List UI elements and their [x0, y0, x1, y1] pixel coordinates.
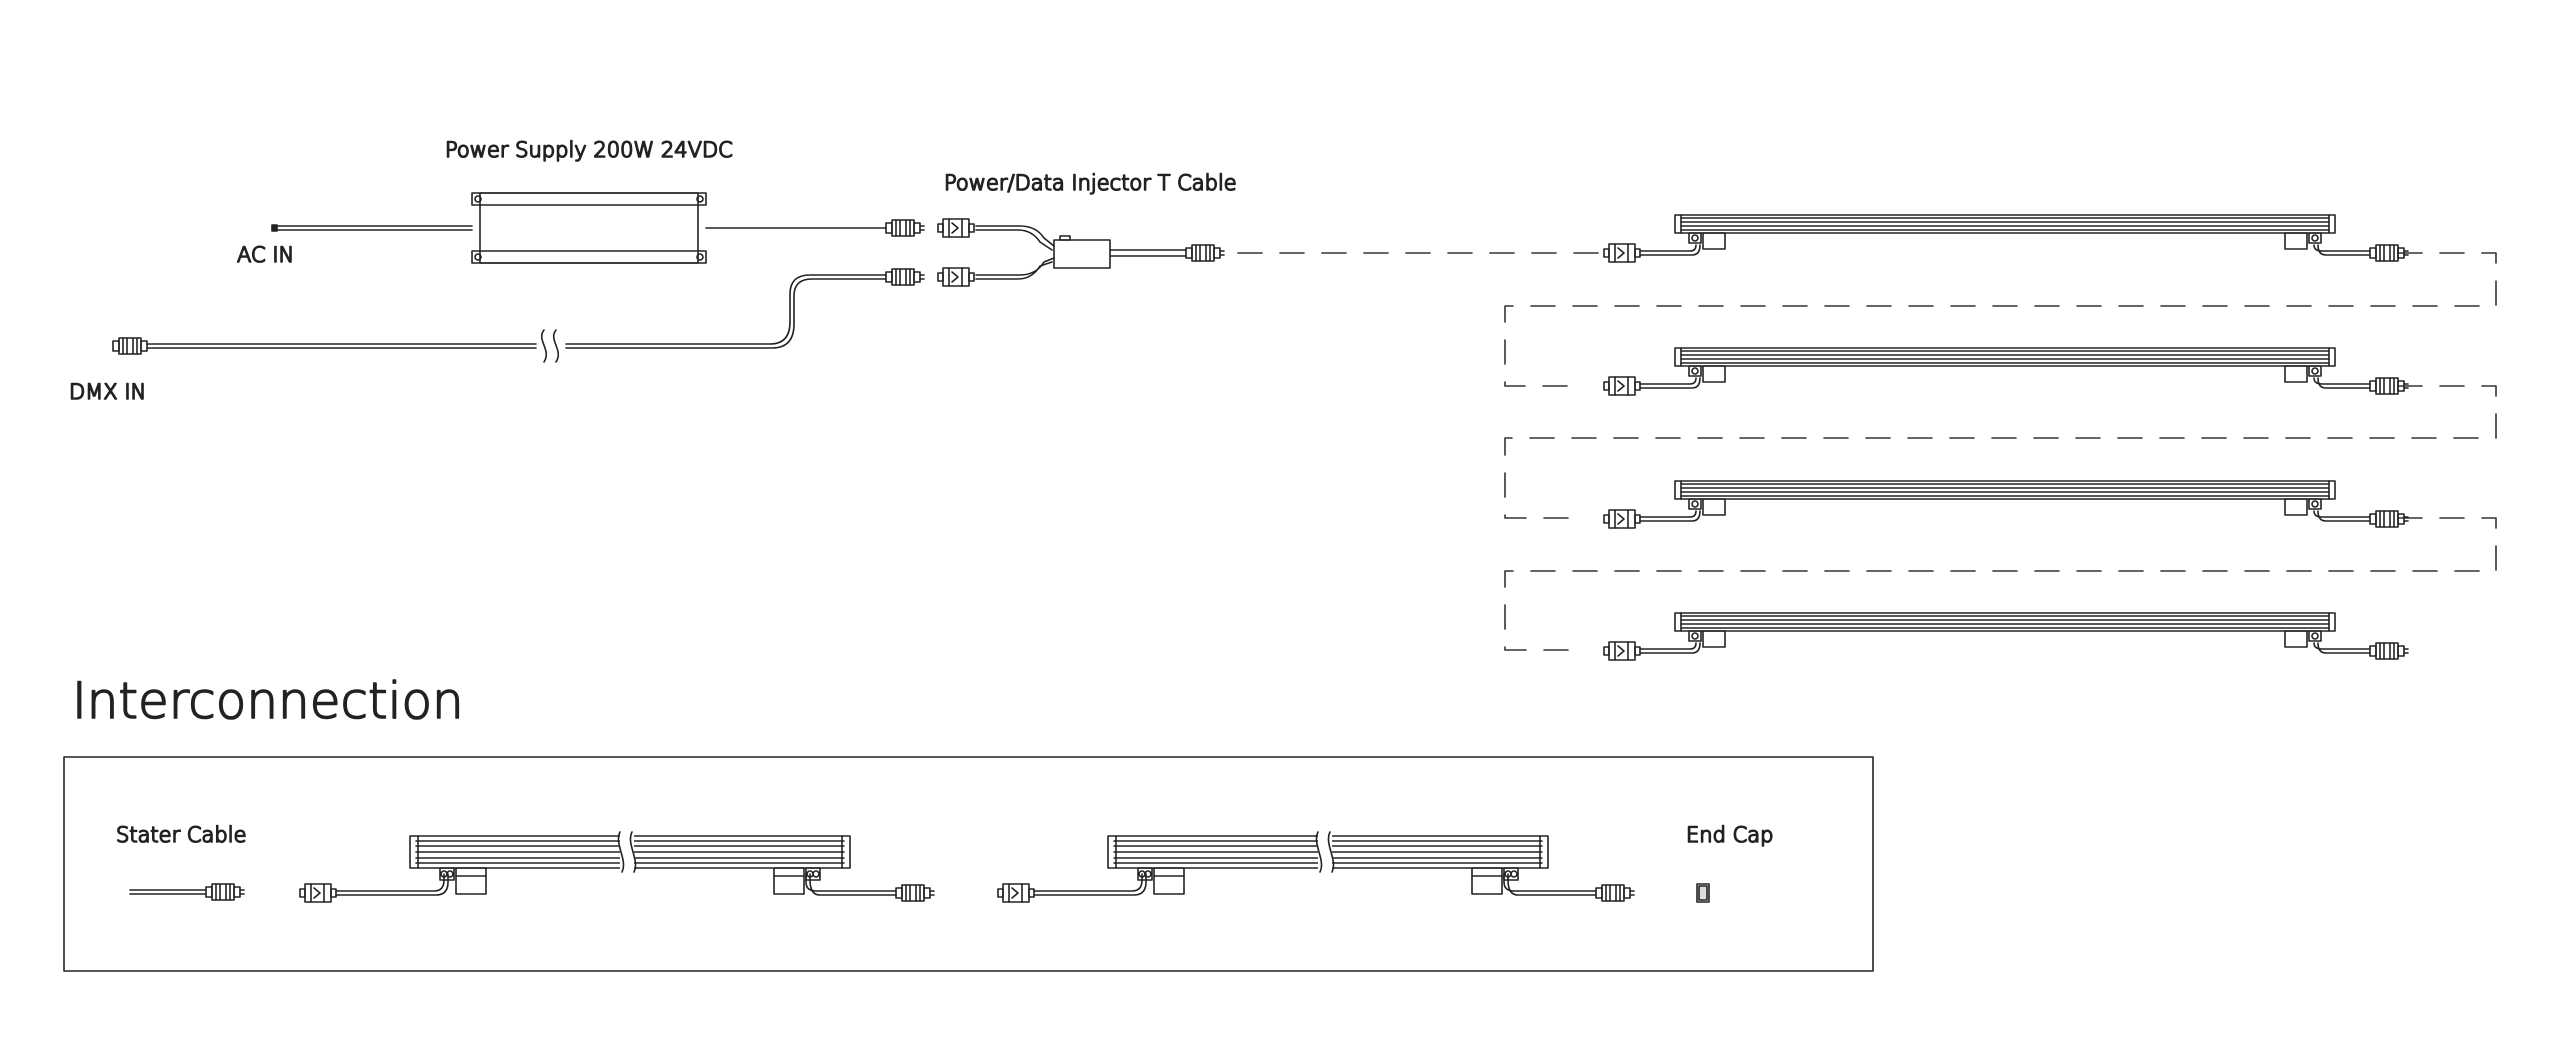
fixture-row [1603, 214, 2409, 263]
dmx-in-cable [112, 268, 925, 363]
injector-t-cable [937, 218, 1225, 287]
dmx-in-label: DMX IN [69, 380, 146, 404]
dashed-routing [1237, 252, 2497, 651]
power-supply-label: Power Supply 200W 24VDC [445, 138, 733, 162]
end-cap [1696, 883, 1710, 903]
interconnection-frame [63, 756, 1874, 972]
interconnection-title: Interconnection [72, 672, 464, 730]
fixture-row [1603, 612, 2409, 661]
ac-in-label: AC IN [237, 243, 294, 267]
psu-output-cable [705, 219, 925, 237]
end-cap-label: End Cap [1686, 823, 1773, 847]
power-supply [471, 192, 707, 264]
ac-in-cable [271, 224, 473, 232]
fixture-row [1603, 347, 2409, 396]
starter-cable-label: Stater Cable [116, 823, 247, 847]
interconnect-fixture-2 [997, 831, 1635, 903]
interconnect-fixture-1 [299, 831, 935, 903]
injector-label: Power/Data Injector T Cable [944, 171, 1237, 195]
fixture-row [1603, 480, 2409, 529]
fixture-rows [1603, 214, 2409, 661]
starter-cable [129, 883, 245, 901]
